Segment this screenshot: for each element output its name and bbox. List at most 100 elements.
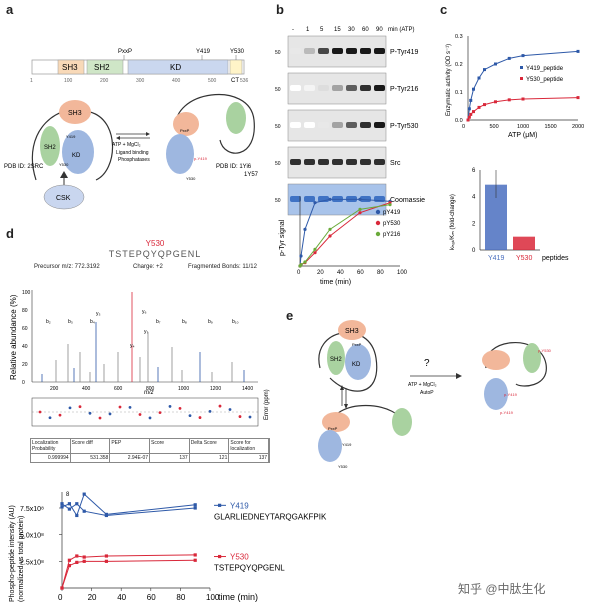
csk-blob: [43, 184, 85, 210]
b-point-2-2: [303, 260, 307, 264]
c-ytick-0.1: 0.1: [455, 90, 463, 96]
bc-point-1-5: [193, 506, 197, 510]
spec-ytick-40: 40: [22, 344, 28, 350]
charge-label: Charge: +2: [133, 264, 163, 270]
b-xtick-100: 100: [397, 270, 408, 276]
blot-band-1-1: [304, 85, 315, 91]
c-point-1-7: [507, 98, 511, 102]
c-ytick-0.2: 0.2: [455, 62, 463, 68]
b-point-2-5: [358, 207, 362, 211]
blot-band-2-0: [290, 122, 301, 128]
spec-xtick-200: 200: [50, 386, 59, 392]
ion-label-5: b₇: [156, 319, 161, 325]
ion-label-6: b₈: [182, 319, 187, 325]
time-unit-label: min (ATP): [388, 27, 415, 33]
b-xtick-20: 20: [317, 270, 324, 276]
c-point-0-5: [483, 68, 486, 72]
left-kd-text: KD: [72, 153, 81, 159]
blot-band-1-6: [374, 85, 385, 91]
blot-band-3-2: [318, 159, 329, 165]
bc-point-2-5: [193, 553, 197, 557]
c-point-1-9: [576, 96, 580, 100]
error-point-21: [248, 415, 252, 419]
sh2-domain: [86, 59, 124, 75]
left-y419: Y419: [66, 134, 76, 139]
c-xtick-1500: 1500: [545, 124, 557, 130]
e-arrow-atp: ATP + MgCl₂: [408, 382, 437, 388]
c-point-0-3: [472, 87, 475, 91]
bc-xtick-40: 40: [117, 593, 126, 602]
cb-ylabel: kₕₐₜ/Kₘ (fold-change): [450, 194, 456, 250]
c-xtick-500: 500: [490, 124, 499, 130]
panel-e-diagram: SH3 SH2 KD PxxP PxxP Y419 Y530 ? ATP + M…: [318, 320, 552, 469]
ladder-4: 50: [275, 198, 281, 204]
time-header-5: 60: [362, 27, 369, 33]
spectrum-ylabel: Relative abundance (%): [9, 294, 18, 380]
bc-point-3-1: [67, 564, 71, 568]
c-xtick-2000: 2000: [572, 124, 584, 130]
right-y530: Y530: [186, 176, 196, 181]
sh2-blob: [40, 126, 60, 166]
c-ytick-0: 0.0: [455, 118, 463, 124]
blot-band-2-2: [318, 122, 329, 128]
bc-point-2-1: [67, 558, 71, 562]
bc-exp: 8: [66, 492, 70, 498]
watermark-text: 知乎 @中肽生化: [458, 582, 546, 596]
error-point-9: [128, 406, 132, 409]
panel-label-a: a: [6, 2, 14, 17]
kd-blob: [62, 130, 94, 174]
panel-label-d: d: [6, 226, 14, 241]
blot-band-1-5: [360, 85, 371, 91]
b-point-1-4: [328, 234, 332, 238]
e-sh2: SH2: [330, 357, 342, 363]
num-500: 500: [208, 78, 217, 84]
blot-band-1-2: [318, 85, 329, 91]
table-header-0: Localization Probability: [31, 439, 71, 453]
panel-label-b: b: [276, 2, 284, 17]
table-cell-5: 137: [229, 454, 270, 462]
cb-ytick-4: 4: [472, 195, 476, 201]
blot-band-0-2: [318, 48, 329, 54]
kd-domain: [127, 59, 229, 75]
error-point-18: [218, 404, 222, 408]
bc-ytick-1: 5.0x10⁸: [20, 533, 44, 540]
blot-band-0-0: [290, 48, 301, 54]
spec-xtick-1000: 1000: [178, 386, 189, 392]
ion-label-7: b₉: [208, 319, 213, 325]
blot-band-1-4: [346, 85, 357, 91]
spec-ytick-60: 60: [22, 326, 28, 332]
e-bottom-y530: Y530: [338, 464, 348, 469]
bc-xtick-80: 80: [176, 593, 185, 602]
error-point-5: [88, 411, 92, 415]
table-cell-4: 121: [190, 454, 230, 462]
blot-band-3-3: [332, 159, 343, 165]
spec-xtick-1400: 1400: [242, 386, 253, 392]
right-sh3-blob: [173, 112, 199, 136]
ion-label-10: y₇: [144, 329, 149, 335]
bc-point-0-5: [193, 503, 197, 507]
c-line-0: [467, 50, 579, 121]
error-point-16: [198, 416, 202, 419]
c-point-0-4: [477, 76, 481, 80]
spec-xtick-600: 600: [114, 386, 123, 392]
b-xtick-0: 0: [297, 270, 301, 276]
bc-point-0-3: [82, 492, 86, 496]
cb-ytick-0: 0: [472, 248, 476, 254]
blot-label-3: Src: [390, 160, 401, 167]
c-line-1: [467, 97, 579, 121]
time-header-0: -: [292, 27, 294, 33]
c-point-1-4: [477, 105, 481, 109]
spec-xtick-1200: 1200: [210, 386, 221, 392]
e-arrow-autop: AutoP: [420, 390, 434, 396]
num-400: 400: [172, 78, 181, 84]
table-header-3: Score: [150, 439, 190, 453]
error-point-8: [118, 405, 122, 409]
blot-band-0-5: [360, 48, 371, 54]
bc-ylabel-2: (normalized vs total protein): [18, 516, 25, 602]
ladder-2: 50: [275, 124, 281, 130]
bc-point-0-2: [75, 513, 79, 518]
